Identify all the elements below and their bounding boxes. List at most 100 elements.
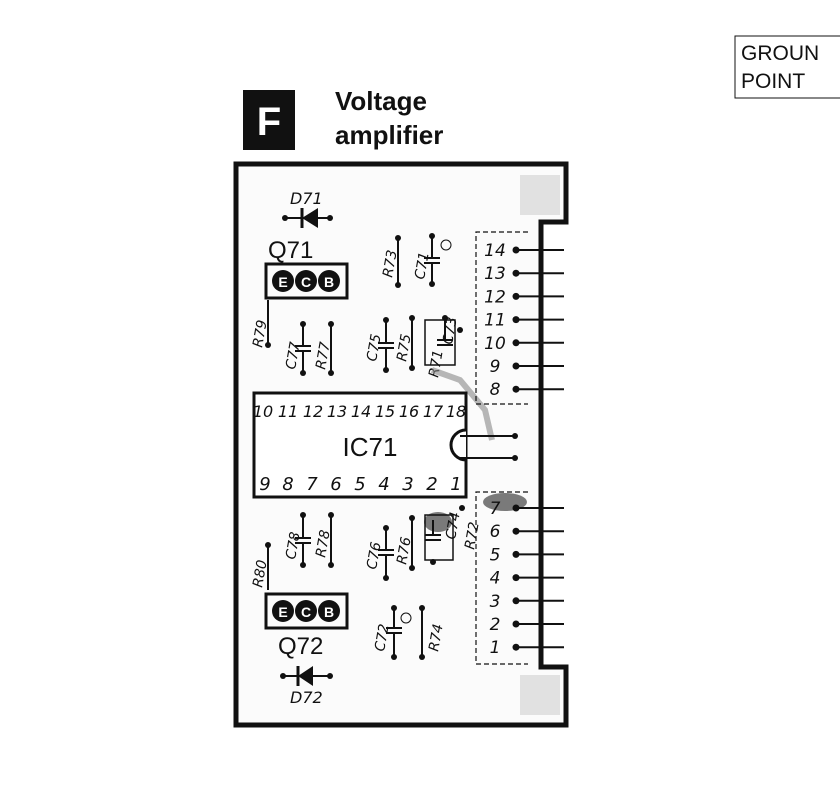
connector-pin-pad <box>512 527 520 535</box>
connector-pin-pad <box>512 620 520 628</box>
resistor-r74-label: R74 <box>426 623 447 653</box>
ic71-pin-labels-top: 10 11 12 13 14 15 16 17 18 <box>253 402 466 421</box>
svg-text:18: 18 <box>446 402 466 421</box>
capacitor-c73-label: C73 <box>440 316 461 346</box>
capacitor-c72-label: C72 <box>372 623 393 653</box>
capacitor-c74-label: C74 <box>443 511 464 541</box>
resistor-r79-label: R79 <box>250 319 271 349</box>
component-frame <box>424 514 454 561</box>
connector-pin-label: 1 <box>490 638 501 658</box>
ic71-pin-labels-bottom: 9 8 7 6 5 4 3 2 1 <box>259 474 461 495</box>
transistor-q71-label: Q71 <box>268 237 313 264</box>
ic71-body <box>252 391 468 499</box>
resistor-r72-label: R72 <box>462 521 483 551</box>
resistor-r80-label: R80 <box>250 559 271 589</box>
resistor-r78 <box>328 512 334 568</box>
diode-d71 <box>282 208 333 228</box>
connector-pin-label: 13 <box>484 264 506 284</box>
transistor-q72-pins: E C B <box>272 600 340 622</box>
svg-text:4: 4 <box>378 474 389 495</box>
connector-pin-pad <box>512 246 520 254</box>
pad <box>512 433 518 439</box>
connector-pin-label: 4 <box>490 569 501 589</box>
resistor-r74 <box>419 605 425 660</box>
connector-pin-label: 9 <box>490 357 501 377</box>
svg-text:E: E <box>278 274 287 290</box>
capacitor-c75 <box>378 317 394 373</box>
connector-pin-pad <box>512 385 520 393</box>
connector-pin-pad <box>512 339 520 347</box>
svg-text:16: 16 <box>399 402 419 421</box>
svg-text:13: 13 <box>327 402 347 421</box>
svg-text:1: 1 <box>450 474 461 495</box>
board-shade <box>424 512 452 532</box>
svg-text:2: 2 <box>426 474 437 495</box>
section-letter: F <box>257 100 281 144</box>
connector-pin-label: 6 <box>490 522 501 542</box>
svg-text:C: C <box>301 274 311 290</box>
connector-pin-pad <box>512 362 520 370</box>
connector-pin-pad <box>512 643 520 651</box>
connector-pin-label: 14 <box>484 241 506 261</box>
diode-d71-label: D71 <box>290 189 323 208</box>
svg-text:14: 14 <box>351 402 371 421</box>
svg-text:B: B <box>324 274 334 290</box>
svg-text:C: C <box>301 604 311 620</box>
svg-text:5: 5 <box>354 474 365 495</box>
connector-pin-pad <box>512 550 520 558</box>
connector-lower-outline <box>475 491 528 665</box>
section-letter-box <box>243 90 295 150</box>
diode-d72-label: D72 <box>290 688 323 707</box>
resistor-r75-label: R75 <box>394 333 415 363</box>
svg-text:9: 9 <box>259 474 270 495</box>
capacitor-c72 <box>386 605 412 660</box>
connector-upper-outline <box>475 231 528 405</box>
svg-text:B: B <box>324 604 334 620</box>
connector-pin-pad <box>512 269 520 277</box>
transistor-q72-label: Q72 <box>278 633 323 660</box>
ic71-label: IC71 <box>343 432 398 462</box>
connector-pin-pad <box>512 292 520 300</box>
svg-text:12: 12 <box>303 402 323 421</box>
resistor-r75 <box>409 315 415 371</box>
connector-pin-label: 3 <box>490 592 501 612</box>
svg-text:E: E <box>278 604 287 620</box>
connector-pin-pad <box>512 504 520 512</box>
capacitor-c74 <box>425 520 441 565</box>
board-shade <box>520 675 560 715</box>
diode-d72 <box>280 666 333 686</box>
connector-pin-pad <box>512 574 520 582</box>
pad <box>459 505 465 511</box>
connector-pin-label: 10 <box>484 334 506 354</box>
resistor-r80-pad <box>265 542 271 548</box>
connector-pin-pad <box>512 316 520 324</box>
connector-pin-label: 12 <box>484 287 506 307</box>
transistor-q71 <box>264 262 349 300</box>
ground-point-box <box>734 35 840 99</box>
resistor-r73 <box>395 235 401 288</box>
svg-text:10: 10 <box>253 402 273 421</box>
pad <box>512 455 518 461</box>
resistor-r76 <box>409 515 415 571</box>
transistor-q71-pins: E C B <box>272 270 340 292</box>
connector-pin-pad <box>512 597 520 605</box>
capacitor-c76-label: C76 <box>364 541 385 571</box>
capacitor-c78 <box>295 512 311 568</box>
svg-text:11: 11 <box>278 402 298 421</box>
capacitor-c71 <box>424 233 452 287</box>
capacitor-c77-label: C77 <box>283 341 304 371</box>
capacitor-c75-label: C75 <box>364 333 385 363</box>
resistor-r77-label: R77 <box>313 341 334 371</box>
capacitor-c73 <box>437 315 463 346</box>
resistor-r78-label: R78 <box>313 529 334 559</box>
title-line-1: Voltage <box>335 86 427 116</box>
svg-text:3: 3 <box>402 474 413 495</box>
trace-shade <box>430 367 495 441</box>
connector-pin-label: 8 <box>490 380 501 400</box>
board-shade <box>520 175 560 215</box>
capacitor-c71-label: C71 <box>412 251 433 281</box>
svg-text:6: 6 <box>330 474 341 495</box>
connector-pin-label: 2 <box>490 615 501 635</box>
